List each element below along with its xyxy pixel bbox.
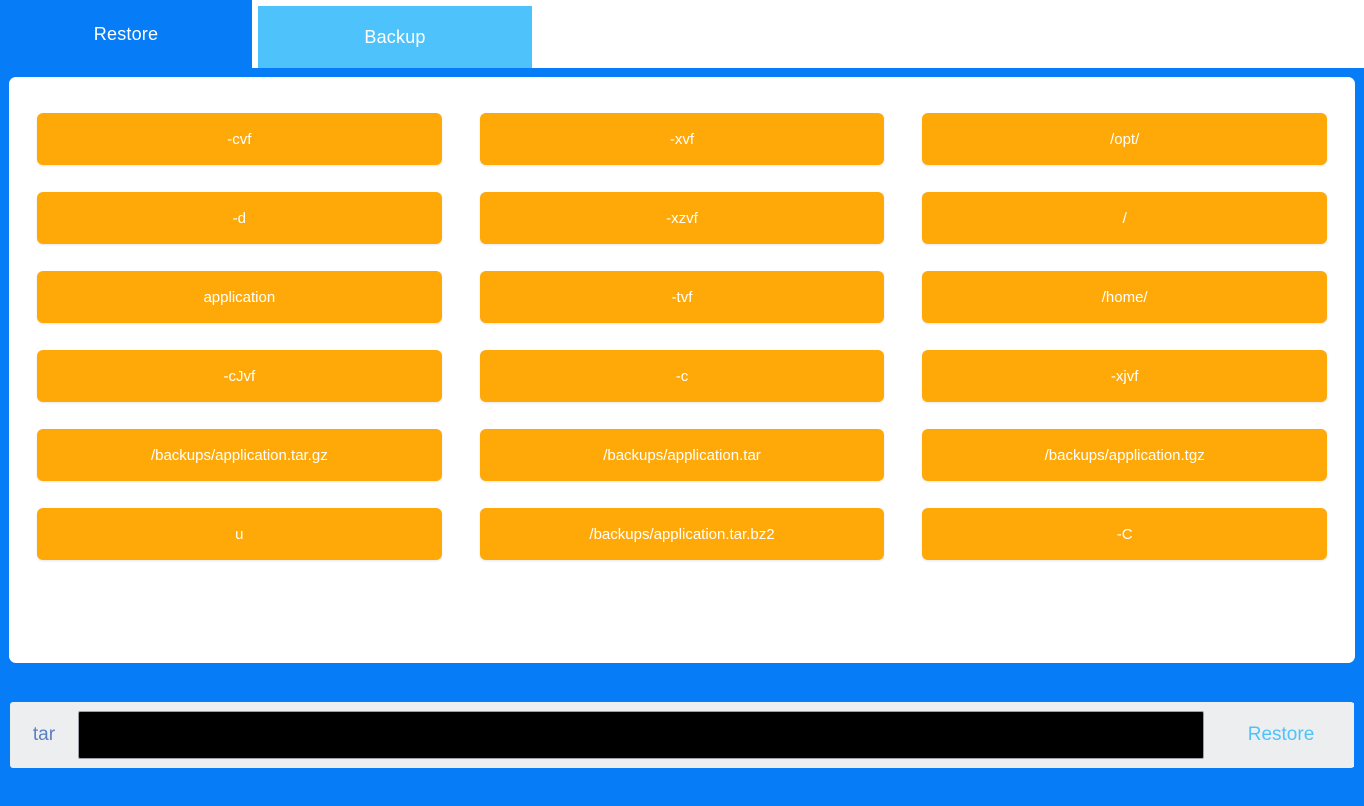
- option-button[interactable]: /: [922, 192, 1327, 244]
- tab-backup-label: Backup: [364, 26, 426, 47]
- restore-submit-button[interactable]: Restore: [1208, 703, 1354, 767]
- tab-strip: Restore Backup: [0, 0, 1364, 68]
- option-grid: -cvf -xvf /opt/ -d -xzvf / application -…: [37, 113, 1327, 560]
- option-button[interactable]: -d: [37, 192, 442, 244]
- option-button[interactable]: -c: [479, 350, 885, 402]
- tab-restore-label: Restore: [93, 23, 159, 44]
- option-button[interactable]: /opt/: [922, 113, 1327, 165]
- option-button[interactable]: /backups/application.tar.bz2: [479, 508, 885, 560]
- tab-restore[interactable]: Restore: [0, 0, 252, 68]
- option-button[interactable]: -xvf: [479, 113, 885, 165]
- content-frame: -cvf -xvf /opt/ -d -xzvf / application -…: [0, 68, 1364, 672]
- option-button[interactable]: -cvf: [37, 113, 442, 165]
- option-button[interactable]: /backups/application.tar.gz: [37, 429, 442, 481]
- option-button[interactable]: -xjvf: [922, 350, 1327, 402]
- command-row: tar Restore: [10, 702, 1354, 768]
- option-button[interactable]: u: [37, 508, 442, 560]
- command-bar: tar Restore: [0, 672, 1364, 806]
- option-button[interactable]: -xzvf: [479, 192, 885, 244]
- option-button[interactable]: -C: [922, 508, 1327, 560]
- option-button[interactable]: /backups/application.tgz: [922, 429, 1327, 481]
- option-button[interactable]: /backups/application.tar: [479, 429, 885, 481]
- option-button[interactable]: application: [37, 271, 442, 323]
- option-button[interactable]: /home/: [922, 271, 1327, 323]
- tab-backup[interactable]: Backup: [258, 6, 532, 68]
- options-panel: -cvf -xvf /opt/ -d -xzvf / application -…: [9, 77, 1355, 663]
- command-prefix-label: tar: [32, 724, 56, 745]
- command-input[interactable]: [78, 711, 1204, 759]
- option-button[interactable]: -tvf: [479, 271, 885, 323]
- option-button[interactable]: -cJvf: [37, 350, 442, 402]
